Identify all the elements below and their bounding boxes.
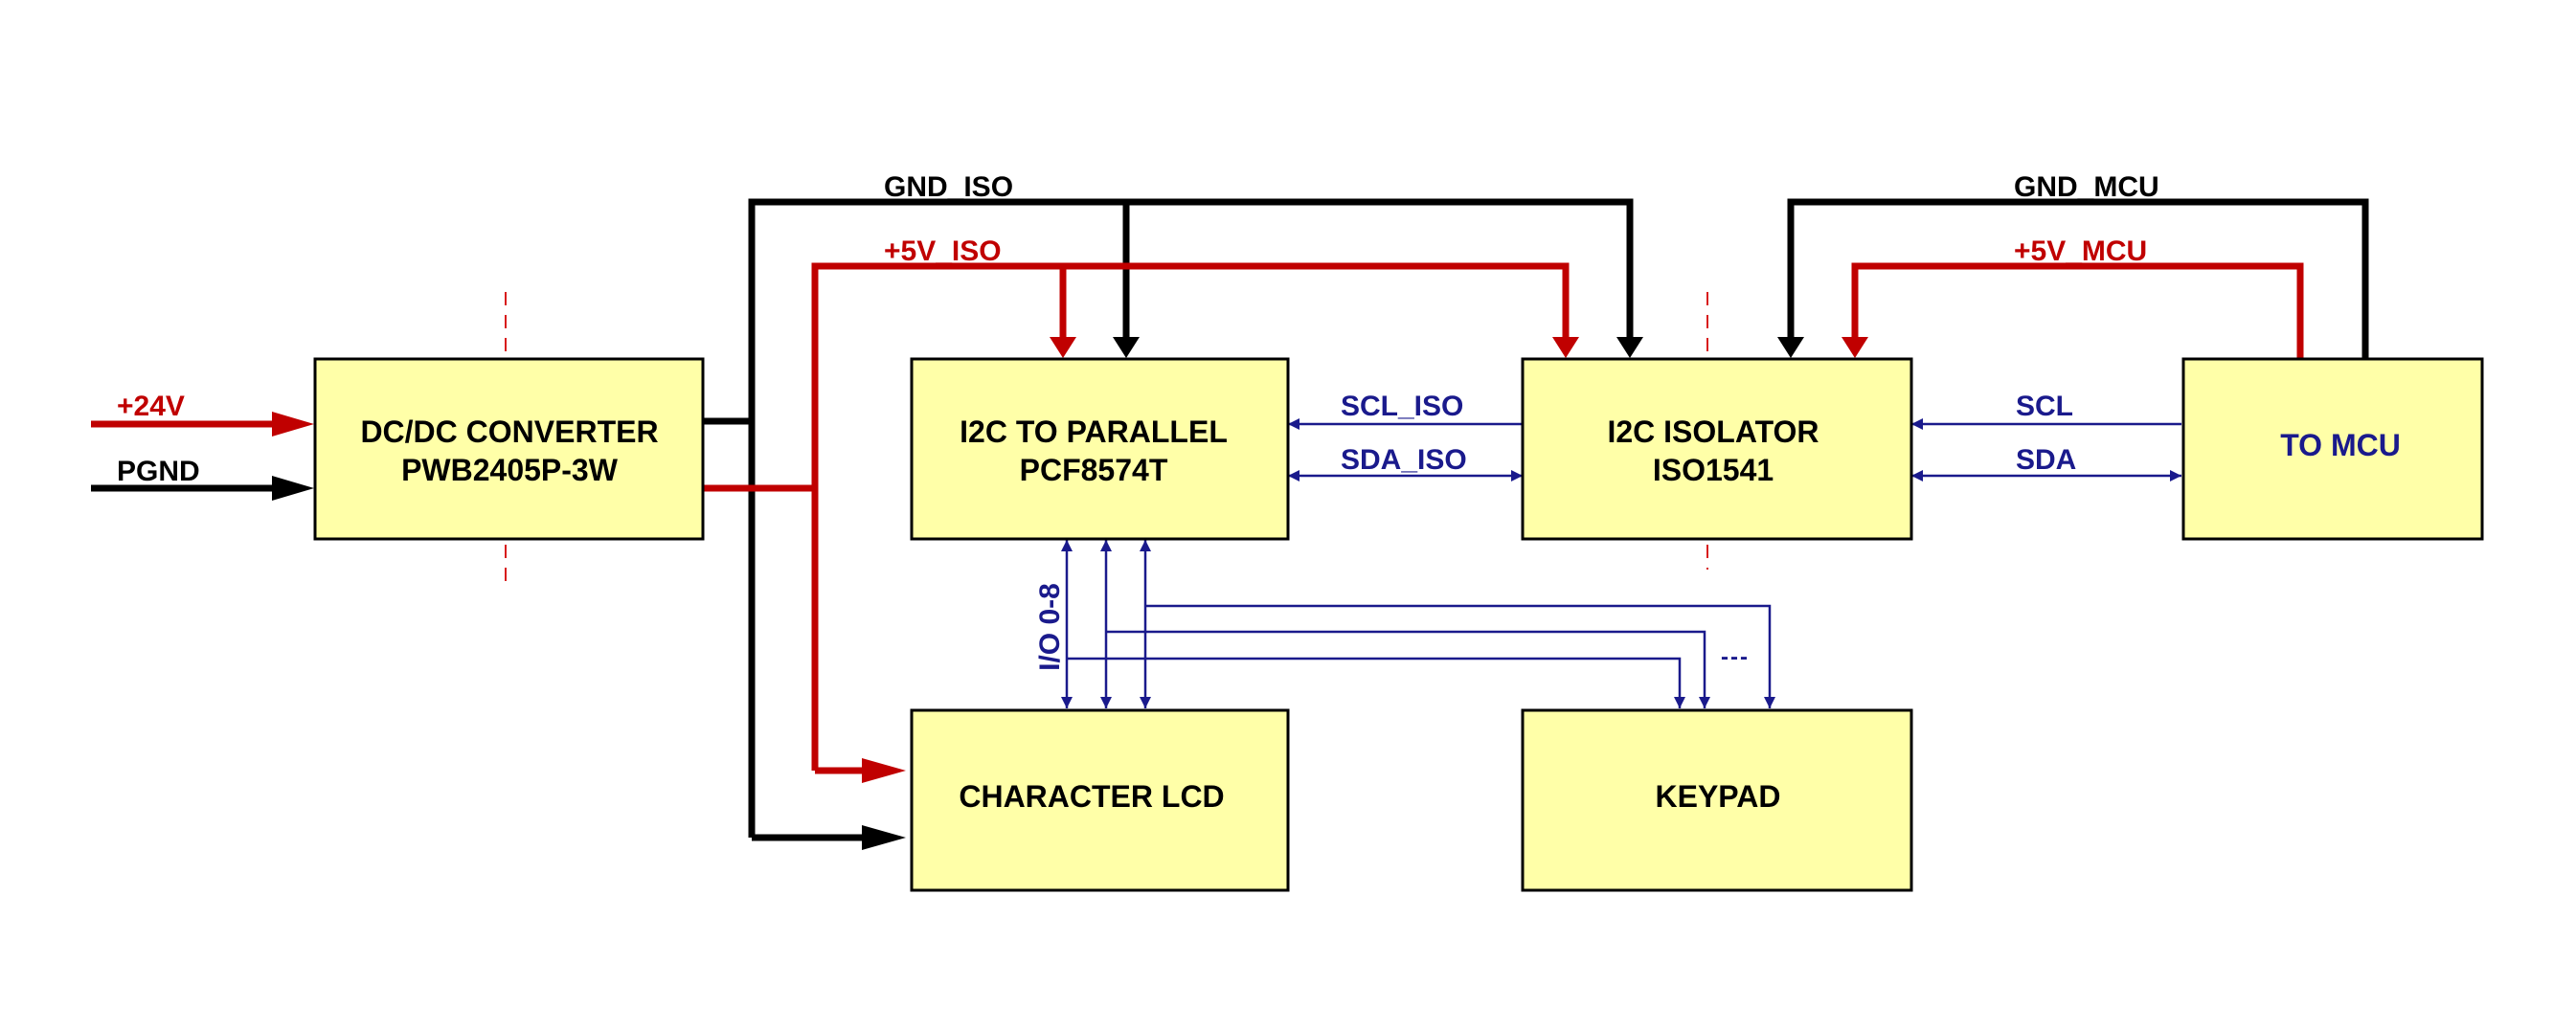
i2c-to-parallel-block: I2C TO PARALLEL PCF8574T xyxy=(910,357,1290,541)
net-label-5v-mcu: +5V_MCU xyxy=(2014,235,2147,267)
dcdc-converter-block: DC/DC CONVERTER PWB2405P-3W xyxy=(313,357,705,541)
i2c-parallel-line1: I2C TO PARALLEL xyxy=(960,414,1228,449)
to-mcu-block: TO MCU xyxy=(2181,357,2484,541)
bus-ellipsis: --- xyxy=(1721,644,1750,670)
net-label-gnd-mcu: GND_MCU xyxy=(2014,171,2159,203)
keypad-block: KEYPAD xyxy=(1521,708,1913,892)
dcdc-line1: DC/DC CONVERTER xyxy=(360,414,658,449)
arrowhead xyxy=(1842,337,1868,358)
i2c-isolator-line2: ISO1541 xyxy=(1653,453,1774,487)
character-lcd-label: CHARACTER LCD xyxy=(959,779,1224,814)
to-mcu-label: TO MCU xyxy=(2280,428,2401,462)
net-label-scl: SCL xyxy=(2016,391,2073,422)
net-label-io: I/O 0-8 xyxy=(1034,583,1066,671)
net-label-24v: +24V xyxy=(117,391,185,422)
arrowhead xyxy=(272,476,314,501)
i2c-isolator-line1: I2C ISOLATOR xyxy=(1607,414,1819,449)
arrowhead xyxy=(862,825,906,850)
dcdc-line2: PWB2405P-3W xyxy=(401,453,619,487)
input-power-lines xyxy=(91,412,314,501)
arrowhead xyxy=(272,412,314,437)
i2c-signal-lines xyxy=(1288,418,2181,481)
i2c-parallel-line2: PCF8574T xyxy=(1020,453,1168,487)
keypad-label: KEYPAD xyxy=(1656,779,1781,814)
arrowhead xyxy=(1113,337,1140,358)
net-label-pgnd: PGND xyxy=(117,456,200,487)
net-label-scl-iso: SCL_ISO xyxy=(1341,391,1463,422)
gnd-iso-net xyxy=(699,198,1643,850)
i2c-isolator-block: I2C ISOLATOR ISO1541 xyxy=(1521,357,1913,541)
arrowhead xyxy=(1777,337,1804,358)
arrowhead xyxy=(862,758,906,783)
net-label-5v-iso: +5V_ISO xyxy=(884,235,1002,267)
net-label-gnd-iso: GND_ISO xyxy=(884,171,1013,203)
arrowhead xyxy=(1616,337,1643,358)
net-label-sda-iso: SDA_ISO xyxy=(1341,444,1467,476)
arrowhead xyxy=(1552,337,1579,358)
net-label-sda: SDA xyxy=(2016,444,2076,476)
mcu-power-nets xyxy=(1777,198,2369,362)
character-lcd-block: CHARACTER LCD xyxy=(910,708,1290,892)
v5-iso-net xyxy=(699,262,1579,783)
io-bus-lines xyxy=(1061,540,1775,708)
arrowhead xyxy=(1050,337,1076,358)
